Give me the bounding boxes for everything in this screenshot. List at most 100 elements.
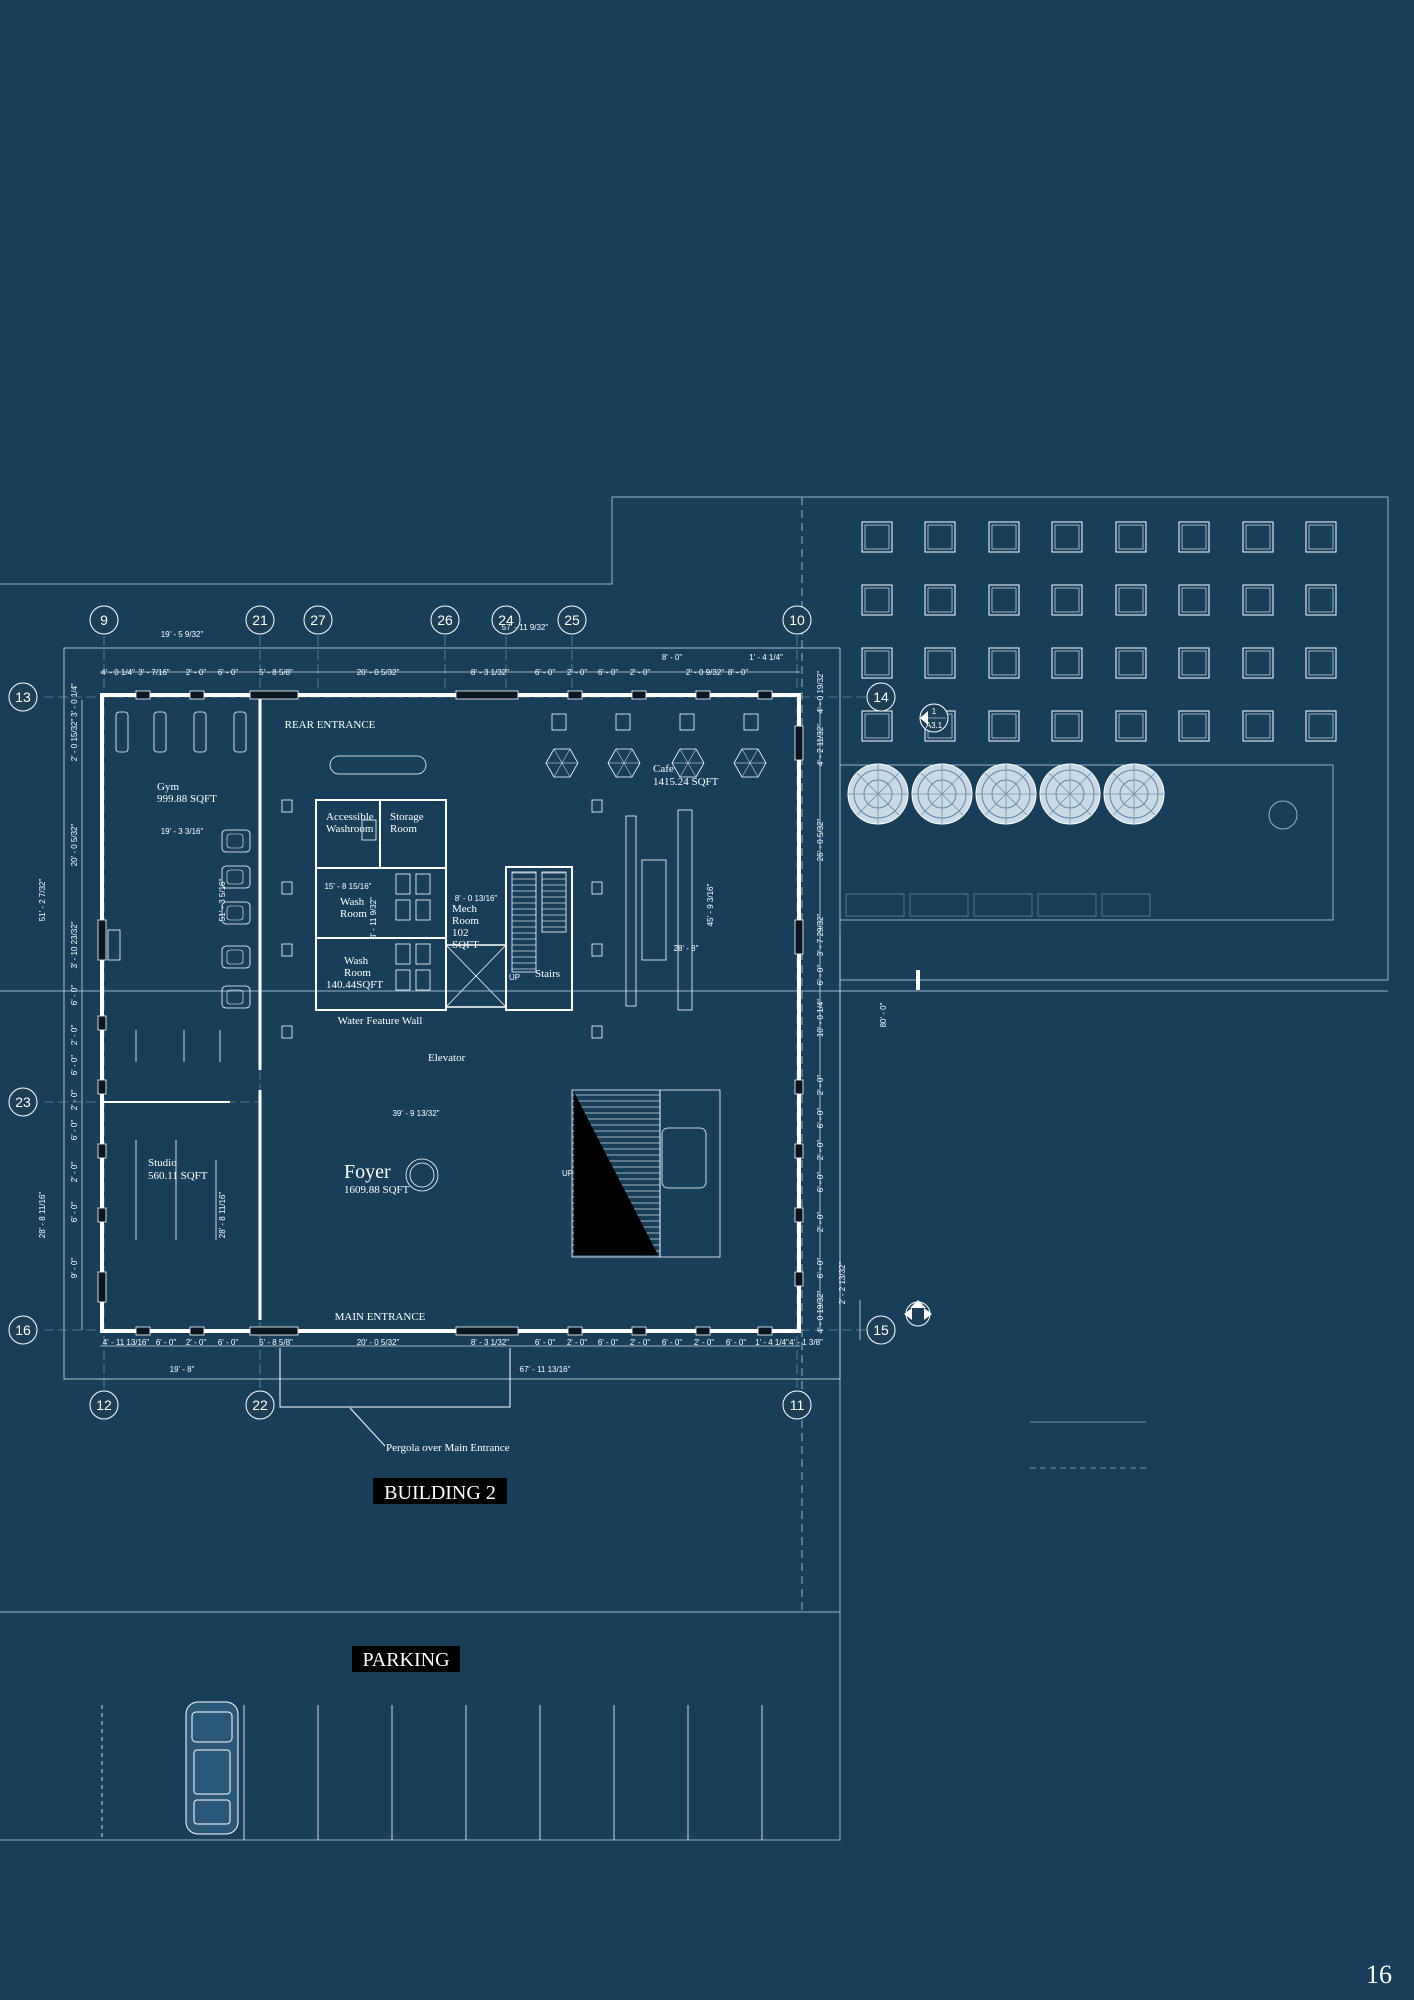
svg-text:21: 21	[252, 612, 268, 628]
stairs-label: Stairs	[535, 968, 560, 980]
grid-bubble-23: 23	[8, 1087, 38, 1117]
cafe-area: 1415.24 SQFT	[653, 776, 719, 788]
svg-text:25: 25	[564, 612, 580, 628]
svg-text:12: 12	[96, 1397, 112, 1413]
svg-text:2' - 0": 2' - 0"	[70, 1162, 79, 1183]
dimension-labels: 19' - 5 9/32" 57' - 11 9/32" 8' - 0" 4' …	[38, 623, 888, 1374]
svg-text:39' - 9 13/32": 39' - 9 13/32"	[392, 1109, 439, 1118]
svg-text:8' - 0 13/16": 8' - 0 13/16"	[455, 894, 498, 903]
svg-text:23: 23	[15, 1094, 31, 1110]
svg-text:2' - 0": 2' - 0"	[70, 1090, 79, 1111]
elevator-label: Elevator	[428, 1052, 466, 1064]
svg-text:15: 15	[873, 1322, 889, 1338]
svg-text:22: 22	[252, 1397, 268, 1413]
svg-text:2' - 0": 2' - 0"	[567, 668, 588, 677]
svg-text:4' - 0 19/32": 4' - 0 19/32"	[816, 671, 825, 714]
building-walls	[100, 693, 801, 1333]
svg-text:15' - 8 15/16": 15' - 8 15/16"	[324, 882, 371, 891]
svg-text:6' - 0": 6' - 0"	[816, 1172, 825, 1193]
svg-text:5' - 8 5/8": 5' - 8 5/8"	[259, 668, 293, 677]
svg-text:80' - 0": 80' - 0"	[879, 1002, 888, 1027]
water-feature-wall-label: Water Feature Wall	[338, 1015, 423, 1027]
svg-text:8' - 3 1/32": 8' - 3 1/32"	[471, 1338, 509, 1347]
grid-bubble-25: 25	[557, 605, 587, 635]
svg-text:2' - 0 15/32": 2' - 0 15/32"	[70, 719, 79, 762]
svg-text:5' - 8 5/8": 5' - 8 5/8"	[259, 1338, 293, 1347]
wall-hatches	[97, 690, 804, 1336]
svg-text:1' - 4 1/4": 1' - 4 1/4"	[749, 653, 783, 662]
washroom-fixtures	[361, 819, 431, 991]
svg-text:2' - 0": 2' - 0"	[816, 1212, 825, 1233]
svg-text:6' - 0": 6' - 0"	[70, 1055, 79, 1076]
grid-bubble-13: 13	[8, 682, 38, 712]
svg-text:20' - 0 5/32": 20' - 0 5/32"	[357, 1338, 400, 1347]
svg-text:20' - 0 5/32": 20' - 0 5/32"	[70, 824, 79, 867]
svg-text:PARKING: PARKING	[362, 1649, 449, 1671]
svg-text:BUILDING 2: BUILDING 2	[384, 1482, 496, 1504]
svg-text:1' - 4 1/4": 1' - 4 1/4"	[755, 1338, 789, 1347]
section-marker-icon: 1 A3.1	[919, 703, 949, 733]
up-label-1: UP	[509, 973, 520, 982]
svg-text:2' - 0": 2' - 0"	[70, 1025, 79, 1046]
svg-text:10: 10	[789, 612, 805, 628]
parking-stalls	[101, 1705, 763, 1840]
svg-text:3' - 0 1/4": 3' - 0 1/4"	[70, 683, 79, 717]
svg-text:Room: Room	[344, 967, 371, 979]
main-entrance-label: MAIN ENTRANCE	[335, 1311, 426, 1323]
foyer-area: 1609.88 SQFT	[344, 1184, 410, 1196]
page-number: 16	[1366, 1960, 1392, 1989]
grid-bubble-16: 16	[8, 1315, 38, 1345]
svg-text:13: 13	[15, 689, 31, 705]
svg-text:45' - 9 3/16": 45' - 9 3/16"	[706, 884, 715, 927]
grid-bubble-24: 24	[491, 605, 521, 635]
svg-text:SQFT: SQFT	[452, 939, 479, 951]
svg-text:3' - 7/16": 3' - 7/16"	[138, 668, 170, 677]
svg-text:2' - 0": 2' - 0"	[630, 668, 651, 677]
grid-bubble-26: 26	[430, 605, 460, 635]
svg-text:51' - 2 7/32": 51' - 2 7/32"	[38, 879, 47, 922]
mech-room-label: Mech	[452, 903, 478, 915]
svg-text:4' - 2 11/32": 4' - 2 11/32"	[816, 724, 825, 766]
drawing-title: BUILDING 2	[373, 1478, 507, 1504]
svg-text:28' - 8 11/16": 28' - 8 11/16"	[38, 1192, 47, 1239]
foyer-name: Foyer	[344, 1161, 391, 1183]
svg-text:8' - 0": 8' - 0"	[728, 668, 749, 677]
grid-bubble-12: 12	[89, 1390, 119, 1420]
site-boundary	[0, 496, 1389, 1841]
svg-text:6' - 0": 6' - 0"	[598, 668, 619, 677]
svg-text:6' - 0": 6' - 0"	[726, 1338, 747, 1347]
svg-text:6' - 0": 6' - 0"	[535, 1338, 556, 1347]
svg-text:67' - 11 13/16": 67' - 11 13/16"	[520, 1365, 571, 1374]
svg-text:28' - 8 11/16": 28' - 8 11/16"	[218, 1192, 227, 1239]
washroom-1-label: Wash	[340, 896, 365, 908]
pergola	[279, 1348, 511, 1447]
svg-text:140.44SQFT: 140.44SQFT	[326, 979, 383, 991]
svg-text:1: 1	[932, 707, 937, 716]
svg-text:6' - 0": 6' - 0"	[70, 1120, 79, 1141]
svg-text:Room: Room	[452, 915, 479, 927]
svg-text:A3.1: A3.1	[926, 721, 943, 730]
cafe-name: Cafe	[653, 763, 674, 775]
svg-text:20' - 0 5/32": 20' - 0 5/32"	[357, 668, 400, 677]
svg-text:19' - 3 3/16": 19' - 3 3/16"	[161, 827, 204, 836]
svg-text:4' - 11 13/16": 4' - 11 13/16"	[103, 1338, 150, 1347]
svg-text:10' - 0 1/4": 10' - 0 1/4"	[816, 999, 825, 1037]
misc-lines	[916, 970, 1146, 1469]
svg-text:6' - 0": 6' - 0"	[662, 1338, 683, 1347]
dimension-frame	[63, 647, 861, 1380]
svg-text:2' - 0": 2' - 0"	[186, 668, 207, 677]
svg-text:3' - 10 23/32": 3' - 10 23/32"	[70, 921, 79, 968]
svg-text:6' - 0": 6' - 0"	[816, 1258, 825, 1279]
grid-bubble-9: 9	[89, 605, 119, 635]
svg-text:19' - 5 9/32": 19' - 5 9/32"	[161, 630, 204, 639]
svg-text:2' - 0 9/32": 2' - 0 9/32"	[686, 668, 724, 677]
grid-bubble-27: 27	[303, 605, 333, 635]
cafe-furniture	[281, 713, 767, 1192]
svg-text:51' - 3 5/16": 51' - 3 5/16"	[218, 879, 227, 922]
svg-text:26' - 0 5/32": 26' - 0 5/32"	[816, 819, 825, 862]
svg-text:2' - 0": 2' - 0"	[694, 1338, 715, 1347]
room-labels: REAR ENTRANCE MAIN ENTRANCE Gym 999.88 S…	[148, 719, 719, 1454]
svg-text:6' - 0": 6' - 0"	[156, 1338, 177, 1347]
studio-area: 560.11 SQFT	[148, 1170, 208, 1182]
